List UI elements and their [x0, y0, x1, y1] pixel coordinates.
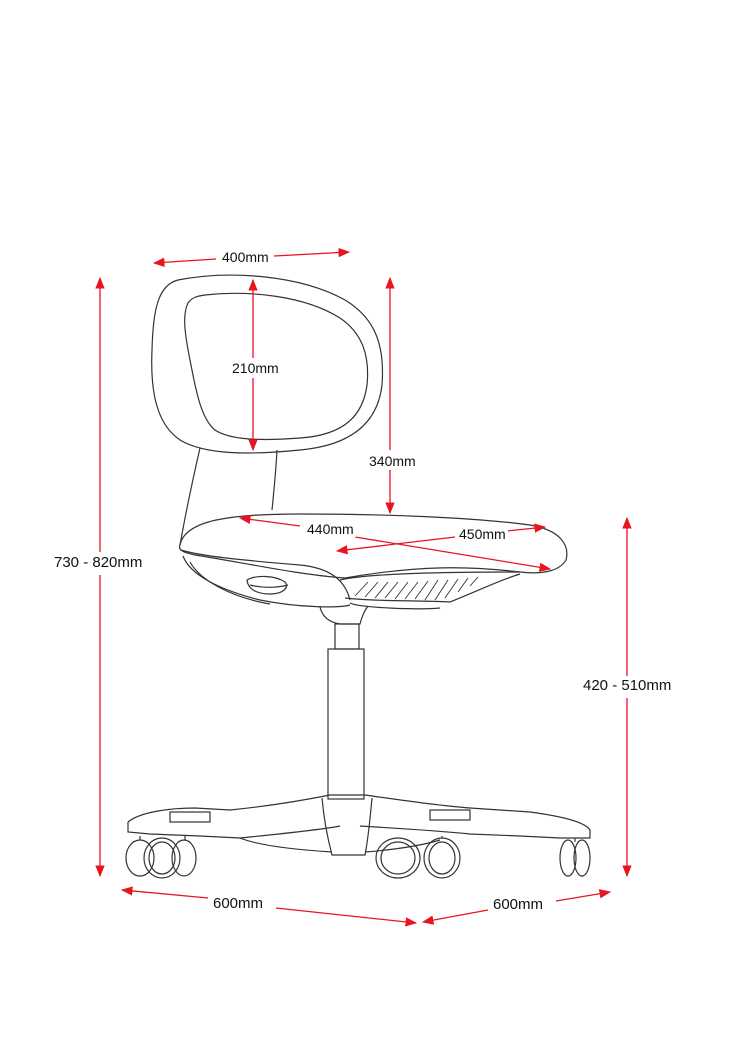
dimension-lines [95, 247, 632, 927]
label-backrest-height: 210mm [230, 360, 281, 376]
seat-hatching [354, 576, 479, 601]
label-base-width-right: 600mm [491, 896, 546, 913]
label-overall-height: 730 - 820mm [52, 554, 145, 571]
backrest [151, 274, 384, 546]
gas-cylinder [327, 623, 365, 800]
label-seat-height: 420 - 510mm [581, 677, 674, 694]
label-base-width-left: 600mm [211, 895, 266, 912]
dim-line-seat-depth [238, 514, 301, 527]
dim-line-base-width-left [120, 886, 209, 899]
chair-outline [125, 274, 591, 879]
label-seat-width: 450mm [457, 526, 508, 542]
dim-line-backrest-width [152, 257, 217, 267]
label-seat-depth: 440mm [305, 521, 356, 537]
seat [178, 513, 568, 625]
chair-base [127, 794, 591, 856]
dim-line-base-width-right [421, 909, 489, 925]
casters [125, 836, 591, 879]
label-backrest-width: 400mm [220, 249, 271, 265]
label-seat-to-backrest-top: 340mm [367, 453, 418, 469]
dim-line-seat-width [335, 536, 456, 555]
